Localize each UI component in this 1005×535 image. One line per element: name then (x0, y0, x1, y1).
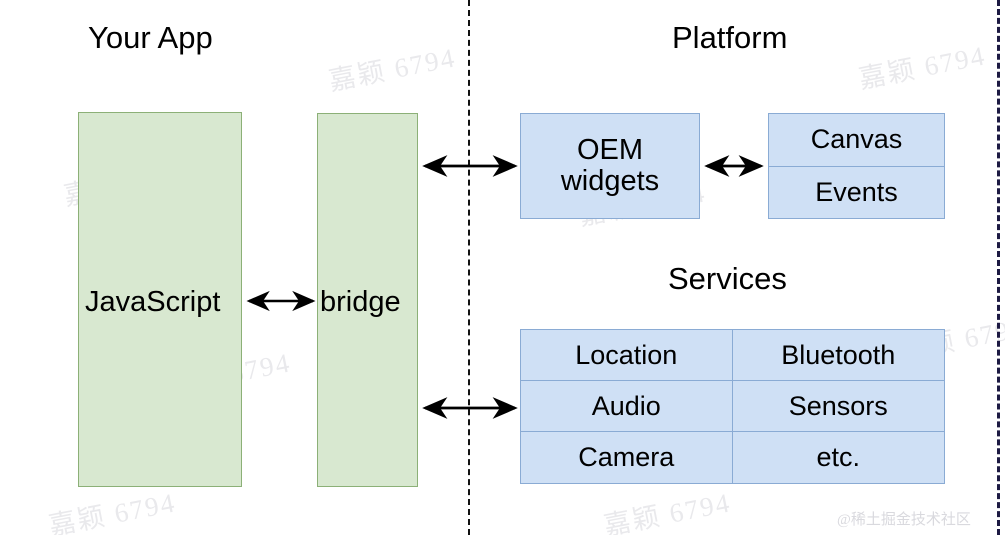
watermark-tile: 嘉颖 6794 (46, 487, 179, 535)
watermark-tile: 嘉颖 6794 (326, 42, 459, 97)
heading-services: Services (668, 261, 787, 296)
table-cell[interactable]: Audio (521, 381, 733, 432)
canvas-events-box[interactable]: Canvas Events (768, 113, 945, 219)
canvas-cell[interactable]: Canvas (769, 114, 944, 167)
oem-to-canvas-arrow (704, 155, 764, 177)
bridge-to-oem-arrow (422, 155, 518, 177)
oem-widgets-label: OEM widgets (560, 133, 660, 197)
canvas-label: Canvas (810, 124, 903, 155)
right-edge-border (997, 0, 1000, 535)
table-cell[interactable]: Bluetooth (732, 330, 944, 381)
events-cell[interactable]: Events (769, 167, 944, 219)
services-table[interactable]: Location Bluetooth Audio Sensors Camera … (520, 329, 945, 484)
heading-platform: Platform (672, 20, 788, 55)
watermark-tile: 嘉颖 6794 (856, 40, 989, 95)
heading-your-app: Your App (88, 20, 213, 55)
service-sensors-label: Sensors (788, 390, 888, 421)
javascript-box-label: JavaScript (85, 286, 221, 318)
javascript-box[interactable] (78, 112, 242, 487)
app-platform-divider (468, 0, 470, 535)
service-bluetooth-label: Bluetooth (781, 339, 896, 370)
table-cell[interactable]: Location (521, 330, 733, 381)
service-audio-label: Audio (591, 390, 661, 421)
table-cell[interactable]: Sensors (732, 381, 944, 432)
javascript-to-bridge-arrow (246, 290, 316, 312)
events-label: Events (815, 176, 898, 207)
table-cell[interactable]: etc. (733, 432, 945, 483)
service-location-label: Location (575, 339, 678, 370)
oem-widgets-box[interactable]: OEM widgets (520, 113, 700, 219)
service-camera-label: Camera (578, 442, 675, 472)
bridge-to-services-arrow (422, 397, 518, 419)
watermark-tile: 嘉颖 6794 (601, 487, 734, 535)
service-etc-label: etc. (816, 442, 861, 472)
table-cell[interactable]: Camera (521, 432, 733, 483)
bridge-box-label: bridge (320, 286, 401, 318)
watermark-corner: @稀土掘金技术社区 (837, 512, 971, 528)
bridge-box[interactable] (317, 113, 418, 487)
